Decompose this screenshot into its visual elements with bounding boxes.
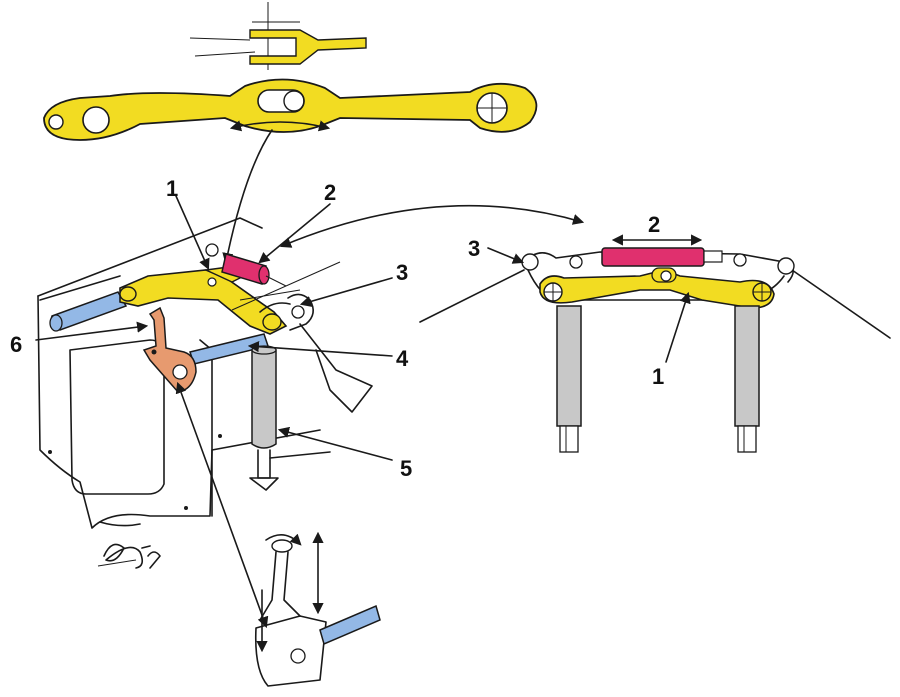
label-damper: 2 xyxy=(324,180,336,205)
label-main-link: 1 xyxy=(166,176,178,201)
label-detail-damper: 2 xyxy=(648,212,660,237)
artist-signature xyxy=(97,543,161,569)
bottom-detail xyxy=(254,531,381,687)
fork-piece xyxy=(189,2,367,70)
detail-column-left xyxy=(556,305,582,427)
detail-column-right xyxy=(734,305,760,427)
bracket-arm xyxy=(142,306,197,393)
eye-left xyxy=(82,106,110,134)
label-detail-link: 1 xyxy=(652,364,664,389)
label-detail-idler-arm: 3 xyxy=(468,236,480,261)
label-column: 5 xyxy=(400,456,412,481)
label-relay-arm: 4 xyxy=(396,346,409,371)
top-link-detail xyxy=(43,2,538,141)
fork-body xyxy=(249,29,367,65)
leader-lines xyxy=(35,195,691,461)
eye-left-small xyxy=(48,114,64,130)
steering-column xyxy=(251,349,277,449)
detail-damper xyxy=(601,247,705,267)
center-slot xyxy=(257,89,305,113)
rotate-arrow xyxy=(229,120,331,132)
bracket-pointer-arrow xyxy=(175,381,269,629)
bottom-tie-rod xyxy=(319,604,381,646)
label-tie-rod: 6 xyxy=(10,332,22,357)
right-detail xyxy=(419,234,891,453)
label-idler-arm: 3 xyxy=(396,260,408,285)
detail-link xyxy=(539,269,775,309)
detail-pointer-arrow xyxy=(279,204,585,248)
link-pointer-arrow xyxy=(222,129,273,265)
